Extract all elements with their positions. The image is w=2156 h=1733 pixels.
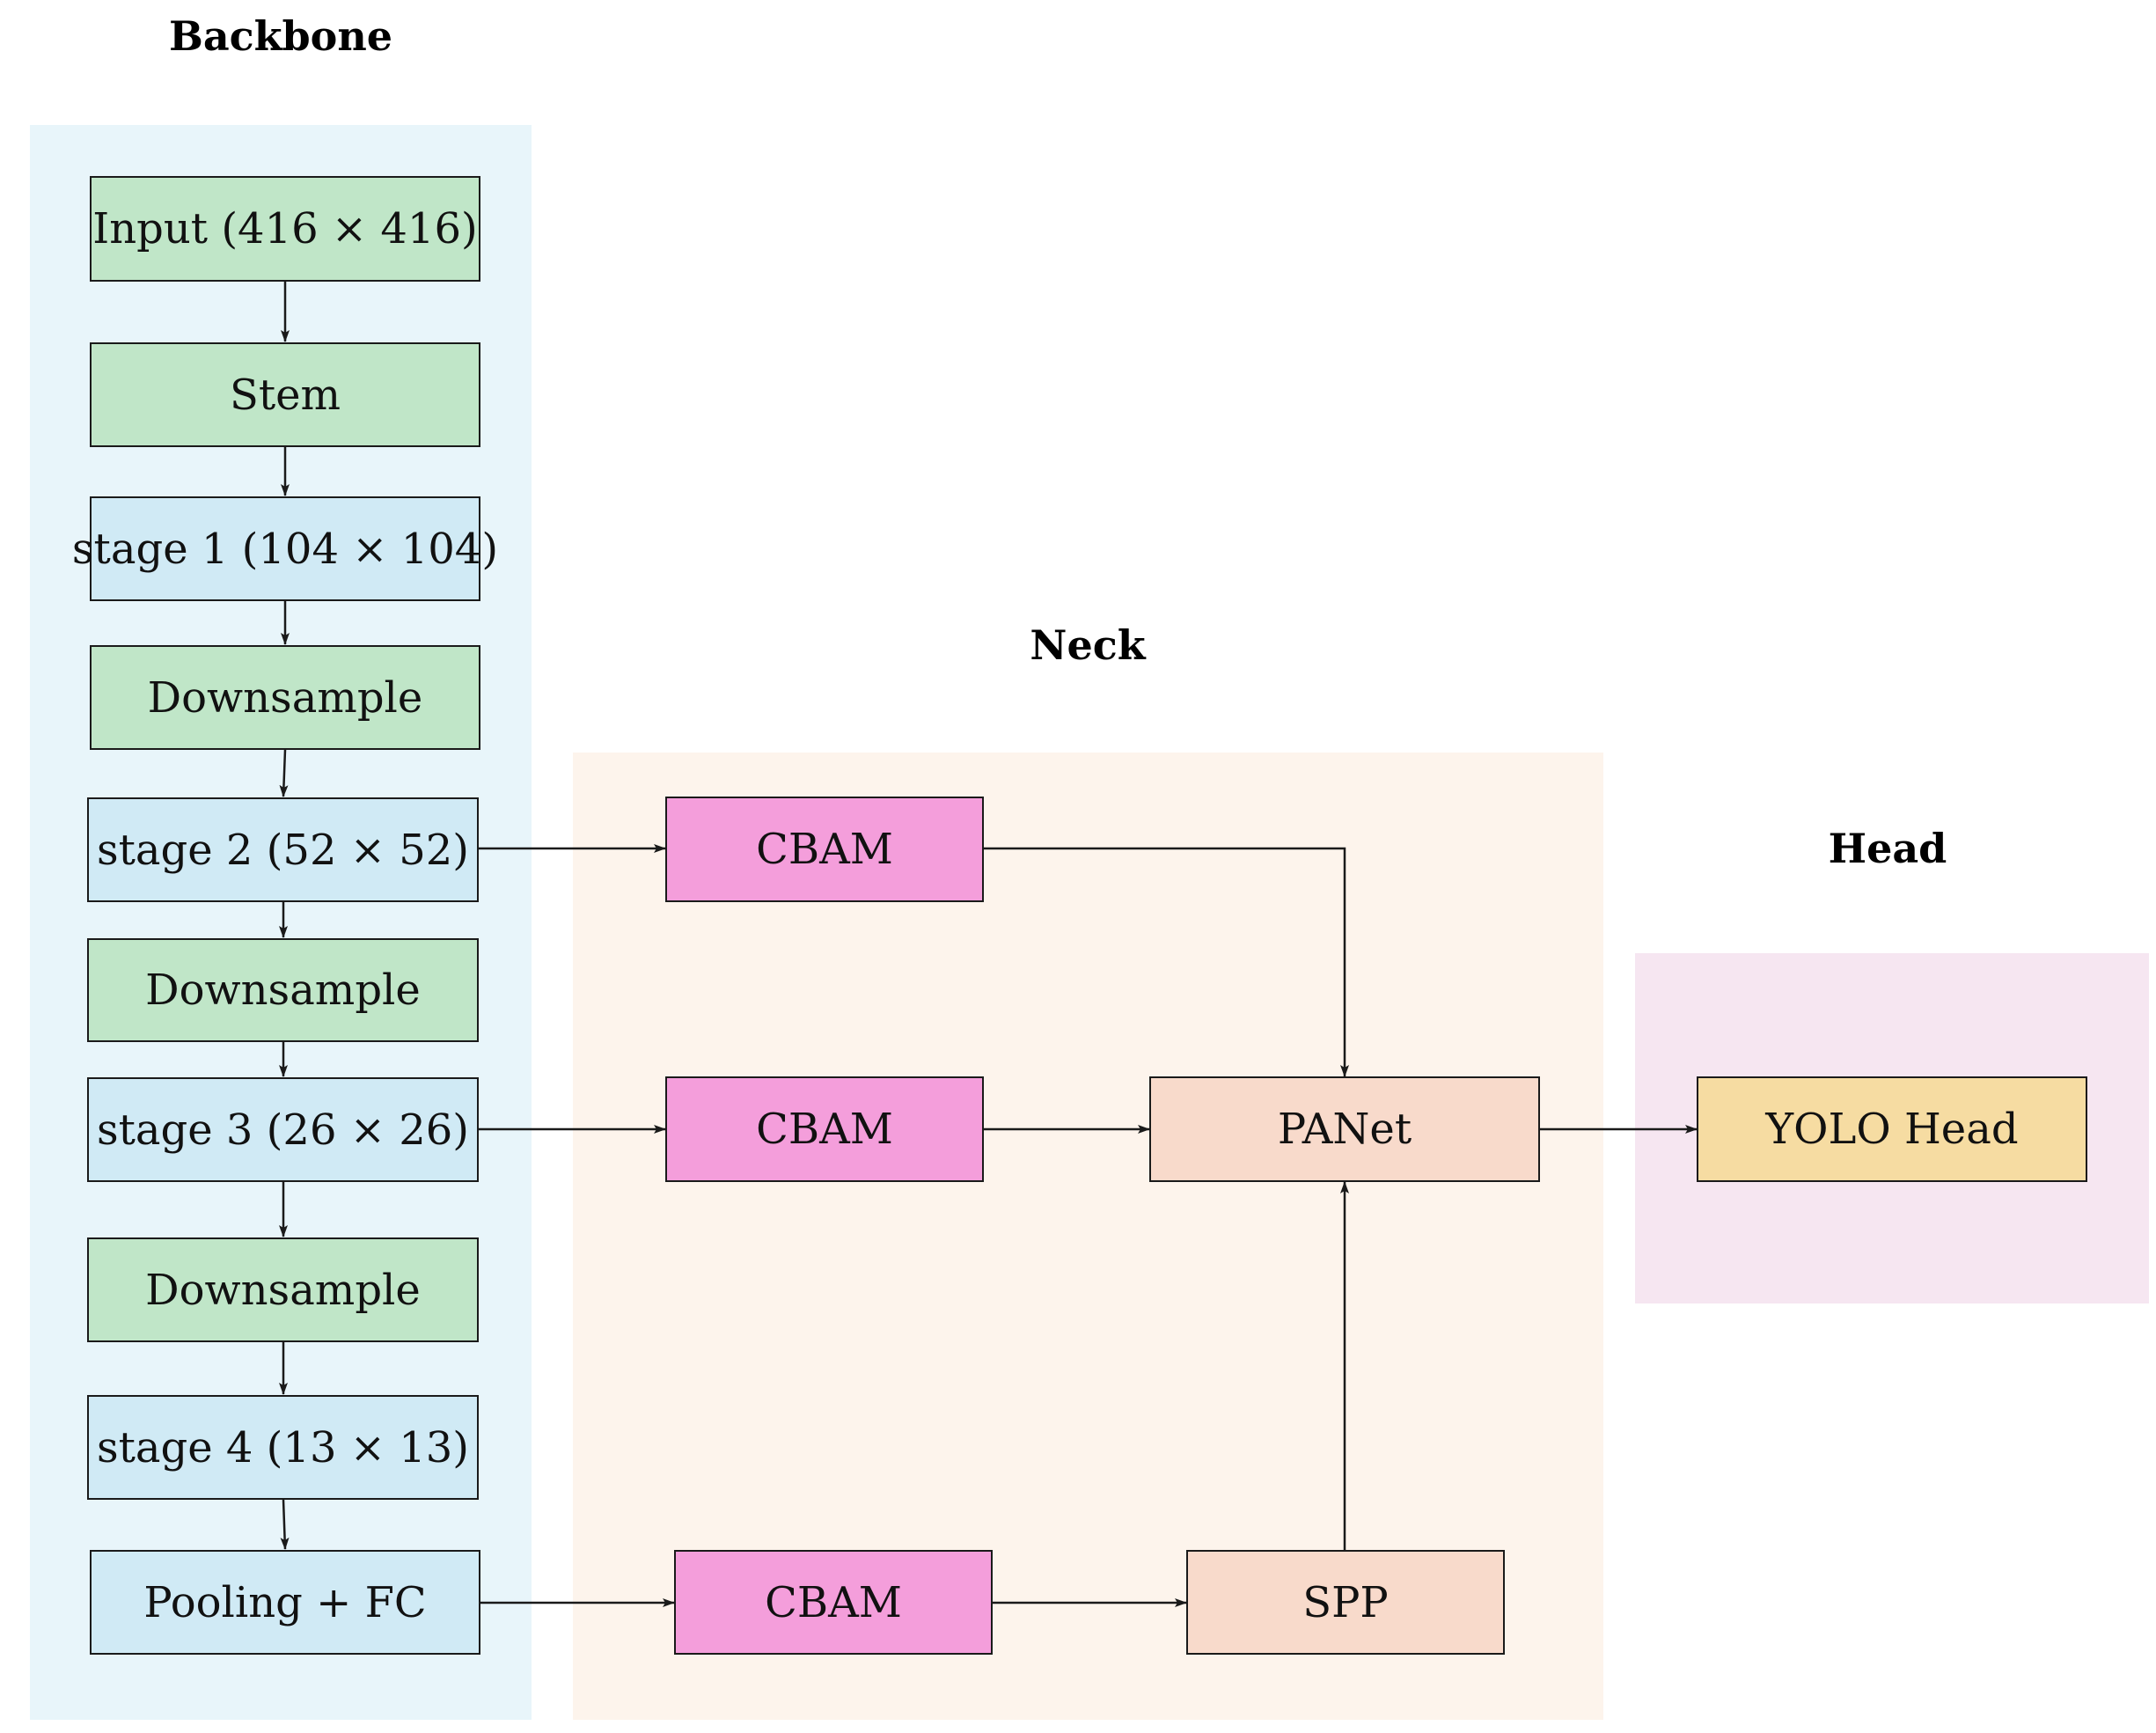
node-input: Input (416 × 416) <box>90 176 480 282</box>
node-stage3: stage 3 (26 × 26) <box>87 1077 479 1182</box>
node-cbam-1: CBAM <box>665 797 984 902</box>
node-spp: SPP <box>1186 1550 1505 1655</box>
node-cbam-2: CBAM <box>665 1076 984 1182</box>
node-downsample-3: Downsample <box>87 1237 479 1342</box>
node-stem: Stem <box>90 342 480 447</box>
node-downsample-2: Downsample <box>87 938 479 1042</box>
edge-stage4-pooling <box>280 1499 290 1550</box>
neck-title: Neck <box>1030 621 1146 669</box>
node-panet: PANet <box>1149 1076 1540 1182</box>
backbone-title: Backbone <box>168 12 393 60</box>
node-stage4: stage 4 (13 × 13) <box>87 1395 479 1500</box>
edge-down1-stage2 <box>279 749 289 797</box>
edge-cbam1-panet <box>984 847 1349 1077</box>
node-downsample-1: Downsample <box>90 645 480 750</box>
node-cbam-3: CBAM <box>674 1550 993 1655</box>
node-stage2: stage 2 (52 × 52) <box>87 797 479 902</box>
node-yolo-head: YOLO Head <box>1697 1076 2087 1182</box>
node-stage1: stage 1 (104 × 104) <box>72 496 498 601</box>
node-pooling-fc: Pooling + FC <box>90 1550 480 1655</box>
head-title: Head <box>1828 825 1947 872</box>
